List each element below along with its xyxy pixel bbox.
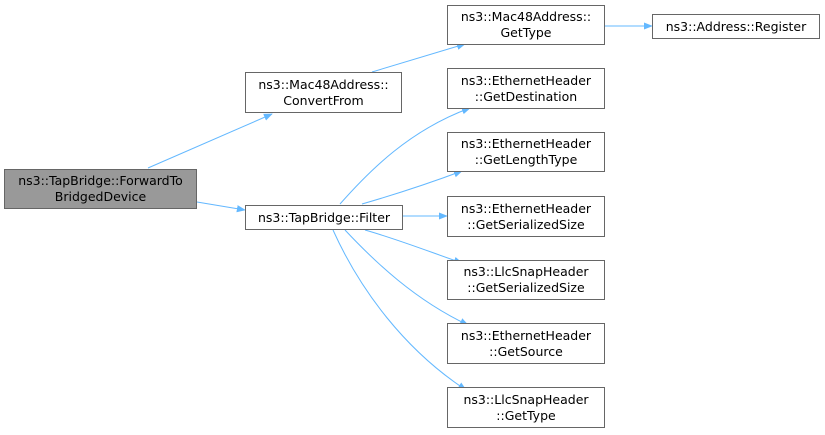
node-label-line1: ns3::Mac48Address::	[460, 9, 592, 24]
node-label-line2: ::GetSerializedSize	[467, 280, 585, 295]
edge-forward-to-filter	[196, 201, 246, 213]
node-llcsnap-get-serialized-size[interactable]: ns3::LlcSnapHeader ::GetSerializedSize	[447, 260, 605, 300]
node-mac48-get-type[interactable]: ns3::Mac48Address:: GetType	[447, 5, 605, 45]
node-label-line1: ns3::EthernetHeader	[460, 200, 592, 216]
node-label-line1: ns3::LlcSnapHeader	[463, 264, 589, 279]
edge-filter-to-llc-getserializedsize	[364, 229, 463, 264]
node-label-line1: ns3::TapBridge::Filter	[257, 209, 391, 225]
node-label-line1: ns3::EthernetHeader	[460, 72, 592, 88]
edge-forward-to-convertfrom	[147, 113, 273, 169]
node-label-line1: ns3::EthernetHeader	[460, 136, 592, 151]
node-label-line2: BridgedDevice	[54, 189, 147, 204]
node-label-line2: ::GetSource	[489, 343, 563, 359]
node-mac48-convert-from[interactable]: ns3::Mac48Address:: ConvertFrom	[245, 72, 402, 113]
node-label-line2: ::GetType	[496, 407, 556, 423]
node-label-line2: GetType	[500, 25, 552, 40]
node-label-line1: ns3::Address::Register	[665, 18, 807, 34]
edge-convertfrom-to-gettype	[371, 42, 466, 73]
edge-filter-to-llc-gettype	[332, 229, 467, 391]
node-label-line2: ::GetDestination	[474, 88, 578, 104]
node-ethernet-get-source[interactable]: ns3::EthernetHeader ::GetSource	[447, 323, 605, 364]
node-label-line2: ::GetSerializedSize	[467, 216, 585, 232]
node-forward-to-bridged-device: ns3::TapBridge::ForwardTo BridgedDevice	[4, 169, 197, 209]
node-label-line1: ns3::LlcSnapHeader	[463, 391, 589, 407]
node-label-line1: ns3::Mac48Address::	[258, 76, 389, 92]
node-ethernet-get-destination[interactable]: ns3::EthernetHeader ::GetDestination	[447, 68, 605, 109]
node-tapbridge-filter[interactable]: ns3::TapBridge::Filter	[245, 205, 403, 230]
edge-filter-to-getlengthtype	[361, 170, 463, 205]
node-label-line1: ns3::TapBridge::ForwardTo	[18, 173, 183, 188]
node-llcsnap-get-type[interactable]: ns3::LlcSnapHeader ::GetType	[447, 387, 605, 428]
node-label-line2: ConvertFrom	[283, 92, 364, 108]
edge-filter-to-getsource	[344, 229, 469, 326]
node-ethernet-get-length-type[interactable]: ns3::EthernetHeader ::GetLengthType	[447, 132, 605, 172]
node-label-line2: ::GetLengthType	[474, 152, 578, 167]
edge-filter-to-getdestination	[339, 107, 471, 205]
node-ethernet-get-serialized-size[interactable]: ns3::EthernetHeader ::GetSerializedSize	[447, 196, 605, 237]
node-label-line1: ns3::EthernetHeader	[460, 327, 592, 343]
node-address-register[interactable]: ns3::Address::Register	[652, 14, 820, 39]
